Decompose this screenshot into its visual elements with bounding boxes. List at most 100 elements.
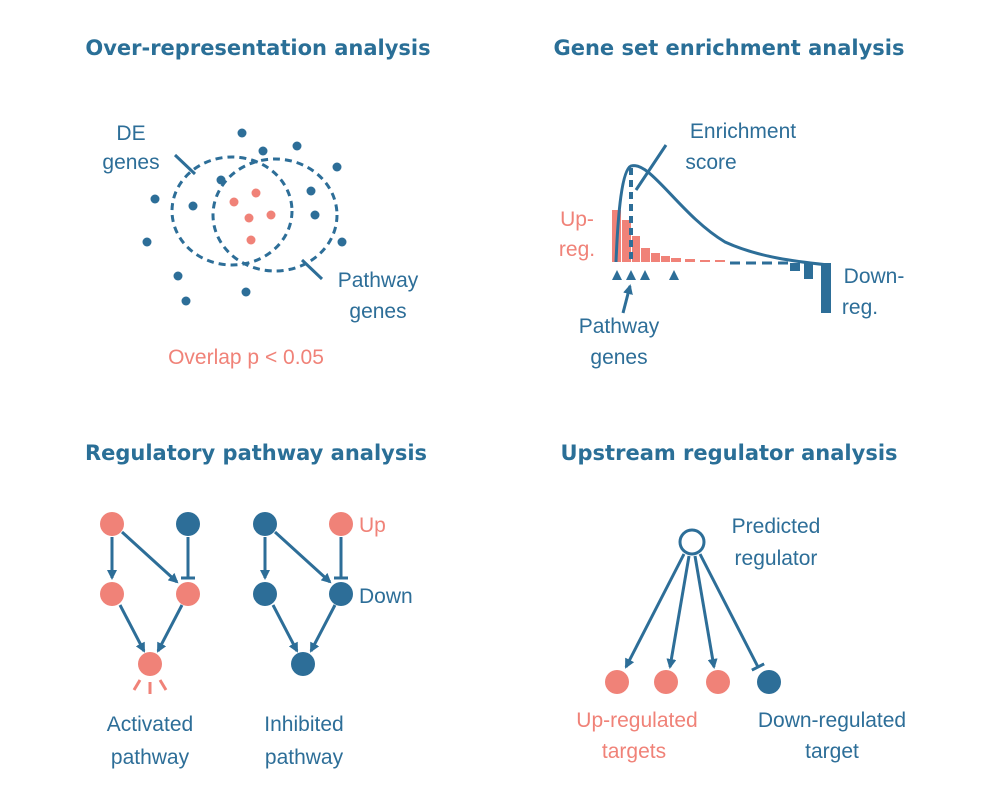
activation-burst-icon xyxy=(132,679,168,694)
gene-dot xyxy=(332,162,342,172)
gene-dot xyxy=(337,237,347,247)
predicted-regulator-node xyxy=(678,528,706,556)
overlap-gene-dot xyxy=(251,188,261,198)
up-target-node xyxy=(605,670,629,694)
gene-dot xyxy=(188,201,198,211)
edge-upregulates xyxy=(666,555,691,669)
node-inhibited-output xyxy=(291,652,315,676)
activated-label-1: Activated xyxy=(107,713,193,736)
up-reg-label-2: reg. xyxy=(559,238,595,261)
bar xyxy=(622,220,631,262)
bar xyxy=(821,263,831,313)
gene-dot xyxy=(310,210,320,220)
node-down xyxy=(176,512,200,536)
gene-dot xyxy=(173,271,183,281)
gene-dot xyxy=(292,141,302,151)
bar xyxy=(661,256,670,262)
de-genes-pointer xyxy=(173,153,197,176)
node-up xyxy=(176,582,200,606)
node-up xyxy=(100,512,124,536)
up-targets-label-2: targets xyxy=(602,740,666,763)
edge-downregulates xyxy=(698,553,765,672)
overlap-gene-dot xyxy=(244,213,254,223)
up-reg-label-1: Up- xyxy=(560,208,594,231)
pathway-genes-arrow xyxy=(621,284,633,314)
regulatory-panel: Regulatory pathway analysis Activated pa… xyxy=(85,441,427,769)
inhibited-network: Up Down Inhibited pathway xyxy=(253,512,413,769)
overlap-gene-dot xyxy=(266,210,276,220)
legend-up-label: Up xyxy=(359,514,386,537)
edge-activation xyxy=(120,530,179,584)
activated-network: Activated pathway xyxy=(100,512,200,769)
de-genes-label-2: genes xyxy=(102,151,159,174)
activated-label-2: pathway xyxy=(111,746,190,769)
pathway-genes-label-2: genes xyxy=(349,300,406,323)
predicted-label-2: regulator xyxy=(735,547,818,570)
gene-dot xyxy=(216,175,226,185)
up-targets-label-1: Up-regulated xyxy=(576,709,697,732)
gene-dot xyxy=(181,296,191,306)
overlap-gene-dot xyxy=(229,197,239,207)
up-reg-bars xyxy=(612,210,725,262)
gsea-title: Gene set enrichment analysis xyxy=(553,36,904,60)
edge-activation xyxy=(273,530,332,584)
enrichment-label-2: score xyxy=(685,151,736,174)
gsea-panel: Gene set enrichment analysis xyxy=(553,36,904,369)
down-target-node xyxy=(757,670,781,694)
ora-venn xyxy=(170,155,339,273)
ora-panel: Over-representation analysis xyxy=(85,36,430,369)
pathway-gene-ticks xyxy=(612,270,679,280)
predicted-label-1: Predicted xyxy=(732,515,821,538)
tick-icon xyxy=(612,270,622,280)
edge-activation xyxy=(118,604,146,653)
edge-activation xyxy=(271,604,299,653)
upstream-title: Upstream regulator analysis xyxy=(560,441,897,465)
bar xyxy=(632,236,640,262)
upstream-panel: Upstream regulator analysis Predicted re… xyxy=(560,441,906,763)
down-reg-bars xyxy=(790,263,831,313)
edge-upregulates xyxy=(693,555,718,669)
de-genes-circle xyxy=(170,155,294,267)
gsea-pathway-label-1: Pathway xyxy=(579,315,660,338)
node-up xyxy=(100,582,124,606)
pathway-genes-circle xyxy=(211,157,339,273)
edge-upregulates xyxy=(624,553,686,669)
ora-title: Over-representation analysis xyxy=(85,36,430,60)
tick-icon xyxy=(640,270,650,280)
up-target-node xyxy=(654,670,678,694)
ora-blue-dots xyxy=(142,128,347,306)
up-target-node xyxy=(706,670,730,694)
bar xyxy=(700,260,710,262)
overlap-gene-dot xyxy=(246,235,256,245)
bar xyxy=(671,258,681,262)
enrichment-pointer xyxy=(634,144,668,191)
enrichment-label-1: Enrichment xyxy=(690,120,796,143)
node-up xyxy=(329,512,353,536)
edge-activation xyxy=(309,604,337,653)
tick-icon xyxy=(626,270,636,280)
node-down xyxy=(329,582,353,606)
gsea-pathway-label-2: genes xyxy=(590,346,647,369)
bar xyxy=(804,263,813,279)
down-reg-label-2: reg. xyxy=(842,296,878,319)
gene-dot xyxy=(237,128,247,138)
pathway-genes-label-1: Pathway xyxy=(338,269,419,292)
down-target-label-2: target xyxy=(805,740,859,763)
inhibited-label-1: Inhibited xyxy=(264,713,343,736)
ora-red-dots xyxy=(229,188,276,245)
regulatory-title: Regulatory pathway analysis xyxy=(85,441,427,465)
bar xyxy=(715,260,725,262)
inhibited-label-2: pathway xyxy=(265,746,344,769)
bar xyxy=(790,263,800,271)
overlap-label: Overlap p < 0.05 xyxy=(168,346,324,369)
de-genes-label-1: DE xyxy=(116,122,145,145)
gene-dot xyxy=(241,287,251,297)
gene-dot xyxy=(258,146,268,156)
edge-activation xyxy=(156,604,184,653)
node-down xyxy=(253,582,277,606)
gene-dot xyxy=(306,186,316,196)
bar xyxy=(685,259,695,262)
down-reg-label-1: Down- xyxy=(844,265,905,288)
running-score-curve xyxy=(614,164,829,267)
